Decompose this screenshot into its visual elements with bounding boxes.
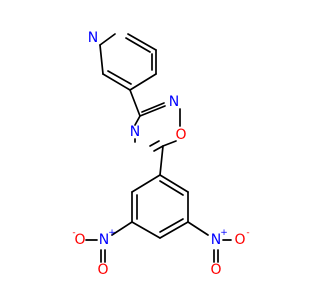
bond	[131, 221, 161, 239]
bond	[102, 73, 131, 91]
bond	[162, 140, 177, 147]
bond	[99, 33, 116, 46]
nitro-right-nitrogen-label: N	[211, 232, 221, 248]
bond	[131, 174, 161, 193]
nitro-right-oxygen-double-label: O	[210, 262, 221, 278]
nitro-right-oxygen-charge: -	[246, 228, 249, 238]
bond	[187, 221, 209, 236]
bond	[159, 221, 189, 239]
bond	[129, 73, 157, 91]
bond	[153, 145, 164, 152]
bond	[99, 44, 104, 75]
bond	[134, 115, 141, 126]
bond	[125, 37, 151, 53]
oxadiazole-ring	[134, 102, 181, 152]
bond	[111, 221, 133, 236]
bond	[139, 105, 166, 117]
nitro-left-oxygen-double-label: O	[97, 262, 108, 278]
oxadiazole-o1-label: O	[175, 127, 186, 143]
pyridine-nitrogen-label: N	[88, 30, 98, 46]
bond	[159, 174, 189, 193]
bond	[159, 145, 164, 176]
structure-svg: N N O N O - N + O N + O - O	[72, 30, 249, 278]
nitro-left-oxygen-single-label: O	[74, 232, 85, 248]
bond	[159, 180, 184, 196]
nitro-left-oxygen-charge: -	[72, 228, 75, 238]
nitro-right-nitrogen-charge: +	[220, 228, 228, 238]
oxadiazole-n2-label: N	[169, 94, 179, 110]
bond	[149, 140, 160, 147]
nitro-right-oxygen-single-label: O	[234, 232, 245, 248]
benzene-ring	[131, 174, 189, 239]
bond	[129, 89, 141, 117]
nitro-left-nitrogen-label: N	[99, 232, 109, 248]
oxadiazole-n4-label: N	[130, 124, 140, 140]
pyridine-ring	[99, 33, 157, 91]
bond	[107, 70, 132, 85]
molecule-diagram: N N O N O - N + O N + O - O	[72, 30, 249, 278]
nitro-left-nitrogen-charge: +	[108, 228, 116, 238]
bond	[141, 102, 165, 113]
bond	[127, 33, 157, 51]
bond	[159, 218, 184, 233]
